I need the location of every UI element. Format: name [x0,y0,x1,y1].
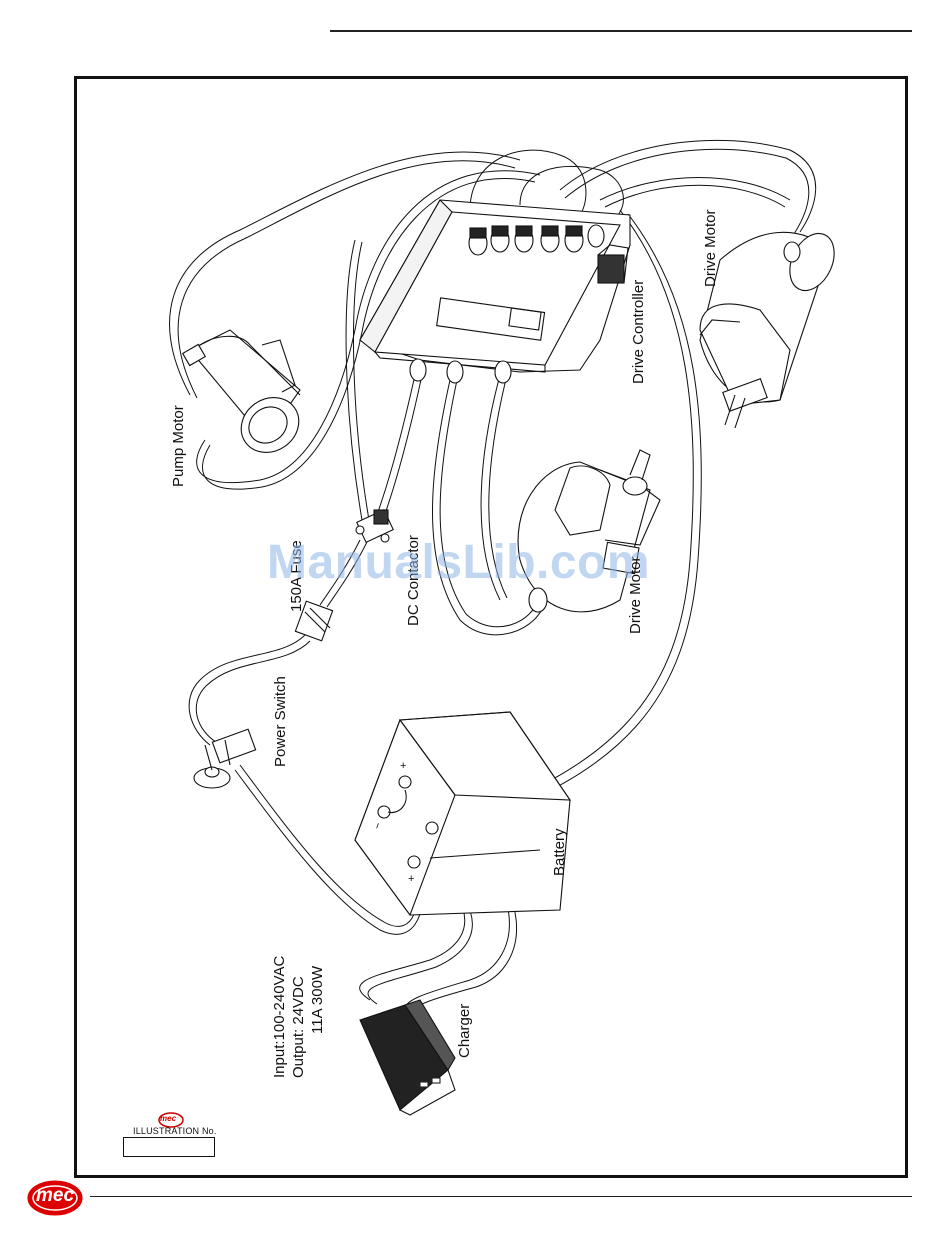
footer-rule [90,1196,912,1197]
pump-motor [183,330,310,464]
label-pump-motor: Pump Motor [170,405,189,487]
charger-spec-rating: 11A 300W [309,956,328,1078]
illustration-label: ILLUSTRATION No. [133,1126,217,1136]
battery-plus-top: + [400,760,406,772]
small-mec-logo: mec [160,1114,176,1123]
label-drive-motor-right: Drive Motor [702,209,721,287]
drive-motor-right [700,226,843,428]
power-switch [194,729,256,788]
label-battery: Battery [551,828,570,876]
battery-plus-bottom: + [408,873,414,885]
label-charger: Charger [456,1004,475,1058]
charger [360,1000,455,1115]
charger-spec: Input:100-240VAC Output: 24VDC 11A 300W [271,956,327,1078]
charger-spec-output: Output: 24VDC [290,956,309,1078]
label-drive-controller: Drive Controller [630,280,649,384]
mec-logo: mec [36,1185,74,1207]
label-power-switch: Power Switch [272,676,291,767]
illustration-number-box [123,1137,215,1157]
charger-spec-input: Input:100-240VAC [271,956,290,1078]
drive-controller [360,200,630,383]
battery [355,712,570,915]
watermark: ManualsLib.com [267,535,650,590]
